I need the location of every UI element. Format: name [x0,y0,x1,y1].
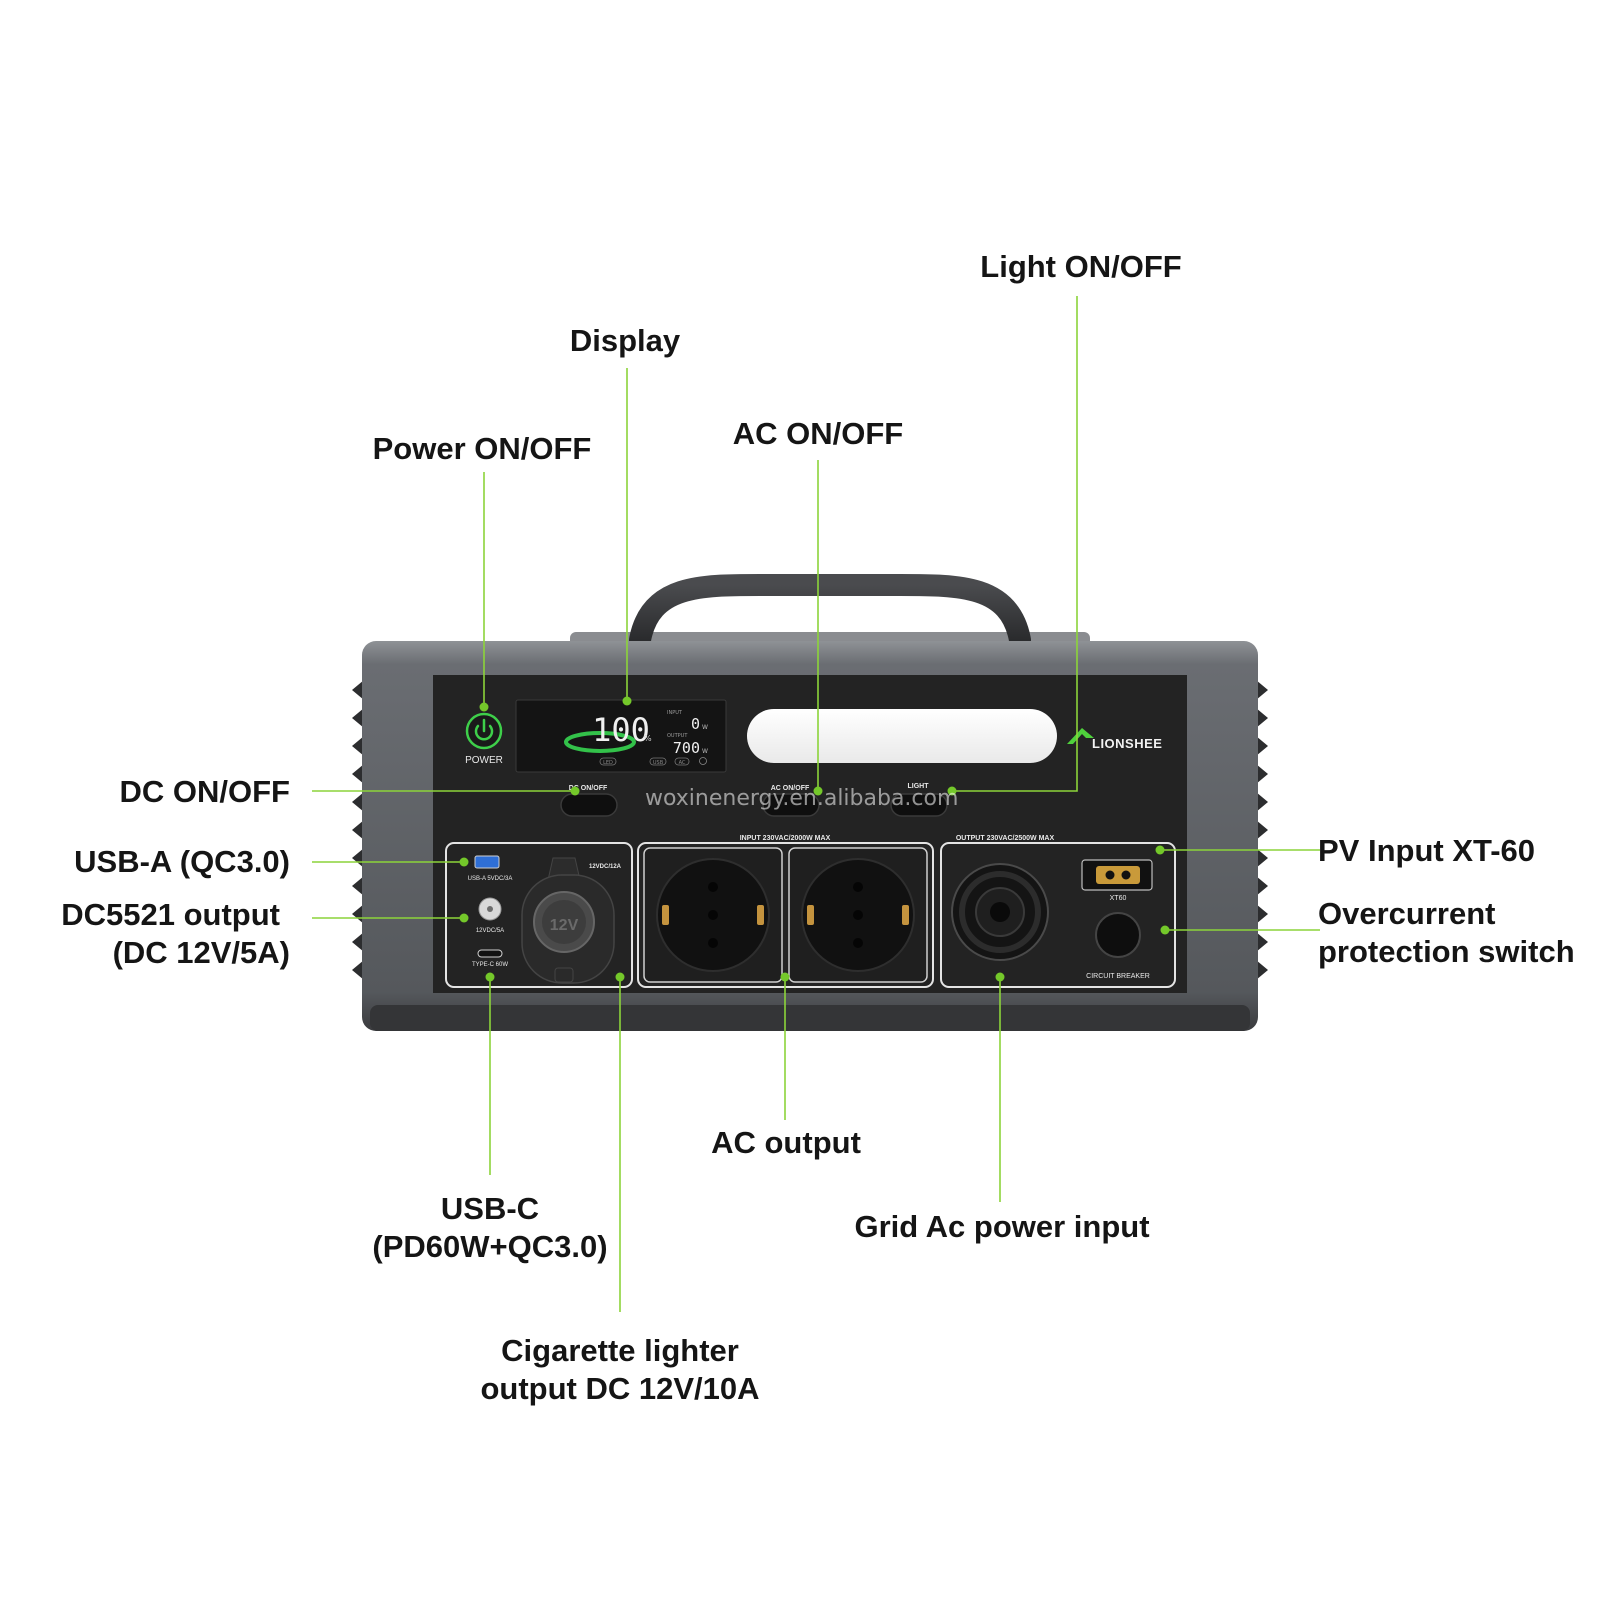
ac-outlet-right[interactable] [801,858,915,972]
usb-c-rating: TYPE-C 60W [472,962,508,968]
cig-rating: 12VDC/12A [589,864,622,870]
brand-name: LIONSHEE [1092,736,1162,751]
display-percent-unit: % [644,734,652,743]
callout-ac-output: AC output [711,1125,861,1160]
light-switch-button[interactable] [890,793,948,817]
dc-switch-button[interactable] [560,793,618,817]
battery-ring [564,731,636,753]
callout-cig-line2: output DC 12V/10A [480,1371,760,1406]
usb-a-port[interactable] [474,855,500,869]
breaker-label: CIRCUIT BREAKER [1086,973,1150,980]
light-switch-label: LIGHT [908,783,930,790]
ac-outlet-left[interactable] [656,858,770,972]
cigarette-socket[interactable]: 12V [521,857,615,984]
callout-lines [312,296,1320,1312]
lcd-display: 100 % INPUT 0 W OUTPUT 700 W LED USB AC [515,699,727,773]
ac-input-rating: INPUT 230VAC/2000W MAX [740,835,831,842]
display-input-value: 0 [691,715,700,733]
display-ac-indicator: AC [679,760,686,766]
grid-input-port[interactable] [951,863,1049,961]
display-output-value: 700 [673,739,700,757]
xt60-label: XT60 [1110,895,1127,902]
display-input-label: INPUT [667,710,683,716]
display-output-label: OUTPUT [667,733,688,739]
fan-icon [699,757,707,765]
display-input-unit: W [702,724,708,731]
display-usb-indicator: USB [653,760,664,766]
power-button[interactable] [465,712,503,750]
ac-output-panel: INPUT 230VAC/2000W MAX [637,835,934,988]
callout-cig-line1: Cigarette lighter [501,1333,739,1368]
callout-cigarette-lighter: Cigarette lighter output DC 12V/10A [480,1332,759,1408]
power-label: POWER [465,755,503,766]
callout-pv-input: PV Input XT-60 [1318,833,1536,868]
usb-a-rating: USB-A 5VDC/3A [468,876,513,882]
callout-display: Display [569,323,681,358]
cig-cap-label: 12V [550,917,579,934]
callout-grid-input: Grid Ac power input [854,1209,1150,1244]
display-percent: 100 [592,711,650,749]
callout-usb-c-line2: (PD60W+QC3.0) [372,1229,608,1264]
dc-port-panel: USB-A 5VDC/3A 12VDC/5A TYPE-C 60W 12VDC/… [445,842,633,988]
callout-usb-c-line1: USB-C [440,1191,540,1226]
callout-dc5521: DC5521 output (DC 12V/5A) [61,896,290,972]
callout-light: Light ON/OFF [980,249,1182,284]
brand-logo: LIONSHEE [1067,728,1162,751]
callout-power: Power ON/OFF [372,431,592,466]
callout-ac-switch: AC ON/OFF [732,416,904,451]
dc-switch-label: DC ON/OFF [569,785,608,792]
watermark: woxinenergy.en.alibaba.com [645,786,959,811]
side-vents-right [1256,680,1268,980]
ac-output-rating: OUTPUT 230VAC/2500W MAX [956,835,1055,842]
ac-switch-label: AC ON/OFF [771,785,810,792]
callout-dc5521-line1: DC5521 output [61,897,280,932]
carry-handle [570,574,1090,651]
callout-overcurrent-line1: Overcurrent [1318,896,1496,931]
callout-overcurrent-line2: protection switch [1318,934,1575,969]
callout-usb-a: USB-A (QC3.0) [74,844,290,879]
ac-switch-button[interactable] [762,793,820,817]
callout-usb-c: USB-C (PD60W+QC3.0) [372,1190,607,1266]
callout-line-light [952,296,1078,792]
xt60-port[interactable] [1081,859,1153,891]
power-icon [474,724,494,741]
callout-dc-switch: DC ON/OFF [119,774,291,809]
callout-dc5521-line2: (DC 12V/5A) [112,935,290,970]
callout-overcurrent: Overcurrent protection switch [1318,895,1575,971]
led-light-bar [747,709,1057,763]
house-logo-icon [1067,728,1094,744]
callout-dots [459,696,1170,982]
dc5521-rating: 12VDC/5A [476,928,504,934]
circuit-breaker-button[interactable] [1095,912,1141,958]
display-output-unit: W [702,748,708,755]
input-panel: OUTPUT 230VAC/2500W MAX XT60 CIRCUIT BRE… [940,835,1176,988]
usb-c-port[interactable] [477,949,503,958]
side-vents-left [352,680,364,980]
display-led-indicator: LED [603,760,613,766]
